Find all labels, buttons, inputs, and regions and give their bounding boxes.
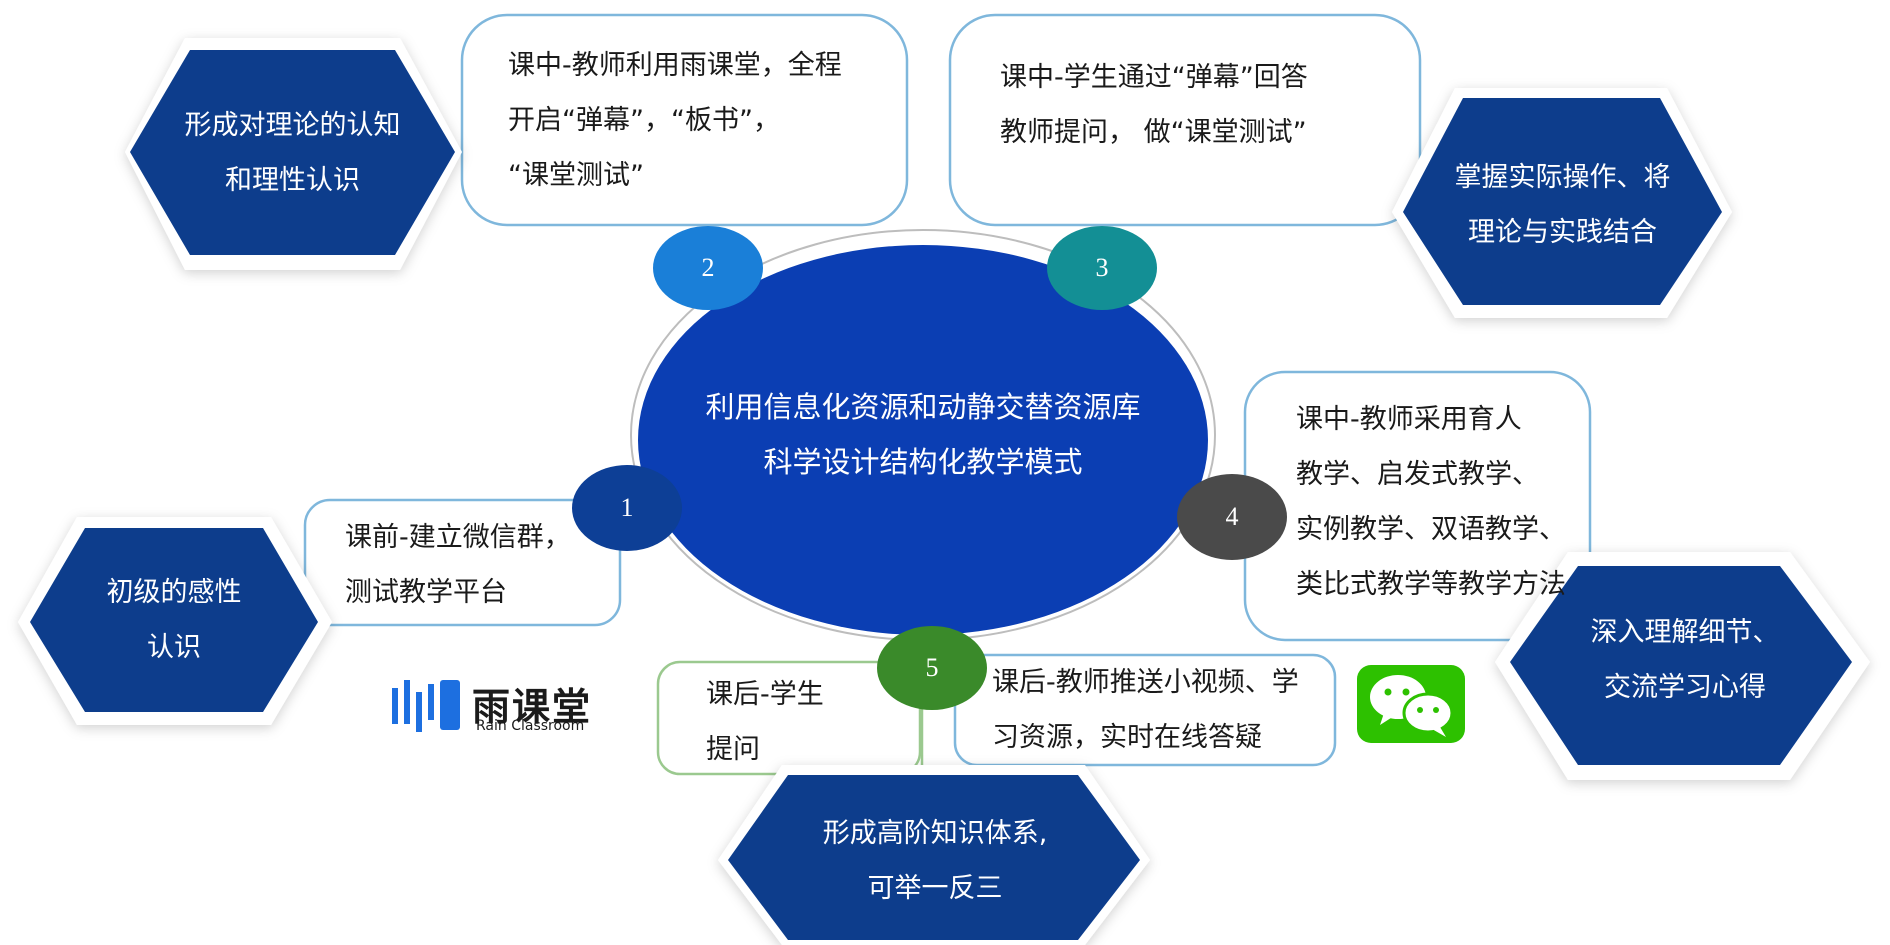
badge-2-label: 2: [701, 253, 715, 282]
hexagon-top-right: [1392, 88, 1732, 318]
box-step5-teacher: [953, 653, 1337, 767]
hexagon-top-left: [125, 38, 462, 270]
center-ellipse: [638, 245, 1208, 635]
hexagon-mid-left: [18, 517, 332, 725]
hexagon-mid-right-text: 深入理解细节、 交流学习心得: [1590, 617, 1780, 703]
hexagon-mid-right: [1495, 552, 1870, 780]
rain-classroom-logo-en: Rain Classroom: [476, 718, 585, 734]
center-line-1: 利用信息化资源和动静交替资源库: [705, 390, 1141, 424]
badge-1: [572, 465, 682, 551]
badge-4-label: 4: [1225, 502, 1239, 531]
badge-4: [1177, 474, 1287, 560]
hexagon-top-left-text: 形成对理论的认知 和理性认识: [184, 110, 401, 196]
hexagon-top-right-text: 掌握实际操作、将 理论与实践结合: [1454, 162, 1671, 248]
badge-3-label: 3: [1095, 253, 1109, 282]
box-step1: [303, 498, 622, 627]
badge-1-label: 1: [620, 493, 634, 522]
box-step3-text: 课中-学生通过“弹幕”回答 教师提问， 做“课堂测试”: [1000, 62, 1308, 148]
rain-classroom-logo-icon: [392, 680, 460, 732]
center-line-2: 科学设计结构化教学模式: [763, 445, 1083, 479]
box-step4-text: 课中-教师采用育人 教学、启发式教学、 实例教学、双语教学、 类比式教学等教学方…: [1296, 404, 1566, 600]
box-step5-student-text: 课后-学生 提问: [706, 679, 824, 765]
rain-classroom-logo-cn: 雨课堂: [472, 685, 593, 729]
box-step3: [948, 13, 1422, 227]
center-title: 利用信息化资源和动静交替资源库 科学设计结构化教学模式: [650, 380, 1196, 490]
badge-5-label: 5: [925, 653, 939, 682]
box-step5-teacher-text: 课后-教师推送小视频、学 习资源，实时在线答疑: [992, 667, 1299, 753]
box-step2-text: 课中-教师利用雨课堂，全程 开启“弹幕”，“板书”， “课堂测试”: [508, 50, 842, 191]
badge-3: [1047, 226, 1157, 310]
hexagon-bottom: [718, 765, 1150, 945]
badge-5: [877, 626, 987, 710]
box-step2: [460, 13, 909, 227]
box-step1-text: 课前-建立微信群， 测试教学平台: [345, 522, 571, 608]
wechat-icon: [1357, 665, 1465, 743]
hexagon-mid-left-text: 初级的感性 认识: [106, 577, 242, 663]
hexagon-bottom-text: 形成高阶知识体系, 可举一反三: [822, 818, 1048, 904]
badge-2: [653, 226, 763, 310]
